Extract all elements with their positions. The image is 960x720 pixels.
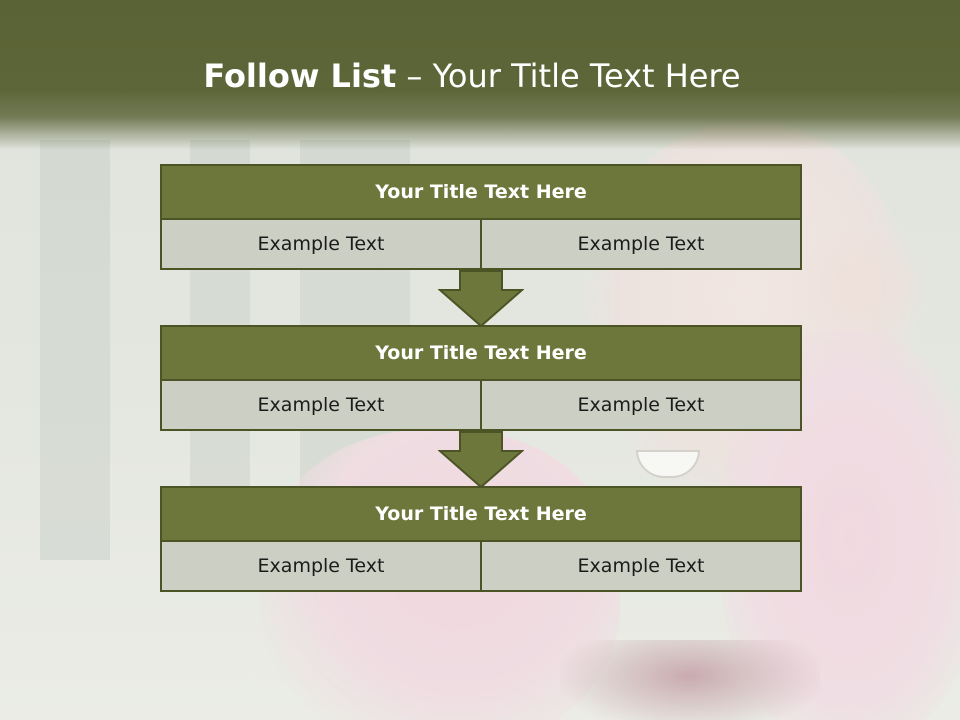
- list-block-1: Your Title Text Here Example Text Exampl…: [160, 164, 802, 270]
- header-band: [0, 0, 960, 150]
- block-cell-left: Example Text: [160, 381, 482, 431]
- list-block-3: Your Title Text Here Example Text Exampl…: [160, 486, 802, 592]
- down-arrow-icon: [438, 431, 524, 489]
- down-arrow-icon: [438, 270, 524, 328]
- block-title: Your Title Text Here: [160, 325, 802, 381]
- block-cells: Example Text Example Text: [160, 220, 802, 270]
- block-cell-left: Example Text: [160, 542, 482, 592]
- block-cell-right: Example Text: [482, 381, 802, 431]
- page-title-bold: Follow List: [203, 57, 397, 95]
- block-title: Your Title Text Here: [160, 486, 802, 542]
- block-cell-right: Example Text: [482, 220, 802, 270]
- list-block-2: Your Title Text Here Example Text Exampl…: [160, 325, 802, 431]
- block-title: Your Title Text Here: [160, 164, 802, 220]
- block-cells: Example Text Example Text: [160, 542, 802, 592]
- block-cell-right: Example Text: [482, 542, 802, 592]
- person-scarf: [560, 640, 820, 720]
- block-cell-left: Example Text: [160, 220, 482, 270]
- page-title: Follow List – Your Title Text Here: [0, 52, 944, 100]
- person-hand: [800, 225, 930, 345]
- block-cells: Example Text Example Text: [160, 381, 802, 431]
- page-title-rest: – Your Title Text Here: [396, 57, 741, 95]
- background-pillar: [40, 140, 110, 560]
